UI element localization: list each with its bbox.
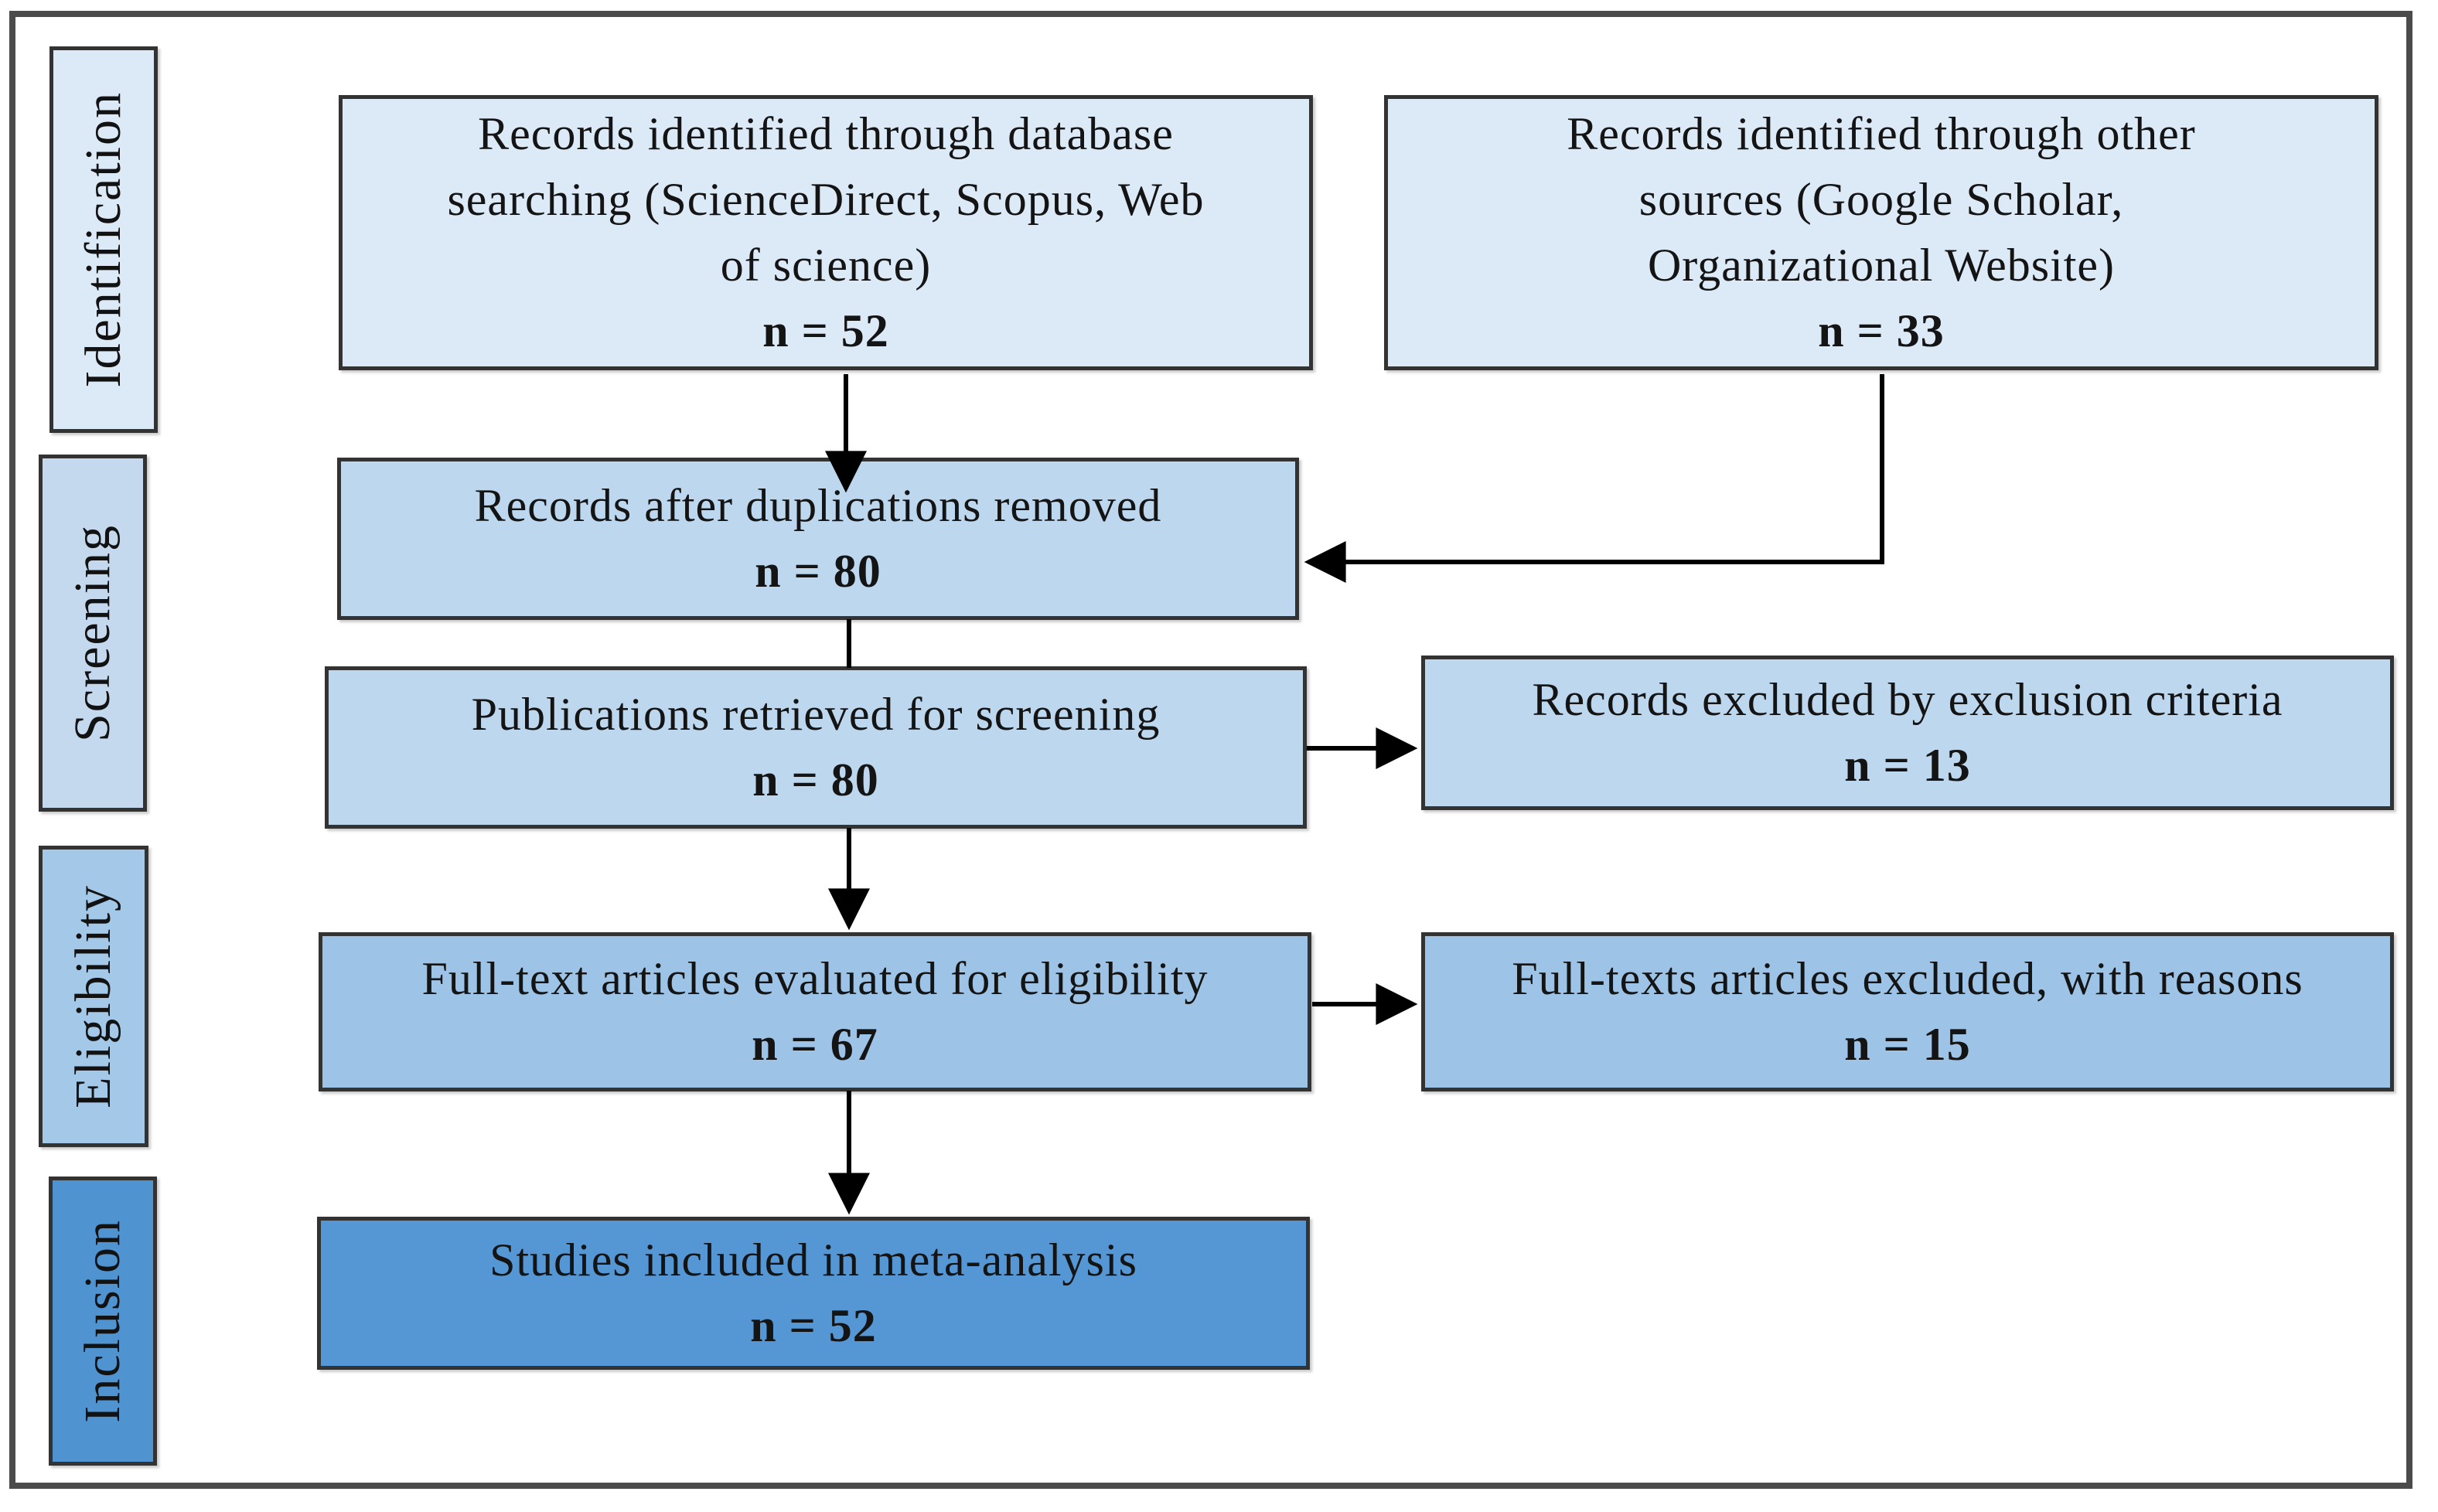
- box-records-database-search: Records identified through database sear…: [339, 95, 1313, 370]
- stage-label-inclusion-text: Inclusion: [74, 1219, 131, 1423]
- box-records-excluded-text: Records excluded by exclusion criteria: [1532, 673, 2283, 725]
- box-fulltext-excluded-count: n = 15: [1844, 1019, 1971, 1070]
- box-records-other-sources: Records identified through other sources…: [1384, 95, 2378, 370]
- stage-label-screening: Screening: [39, 455, 147, 812]
- box-fulltext-evaluated-count: n = 67: [752, 1019, 878, 1070]
- box-records-other-sources-count: n = 33: [1818, 305, 1945, 357]
- box-records-after-duplications-removed-count: n = 80: [755, 546, 881, 597]
- box-publications-retrieved-screening: Publications retrieved for screening n =…: [325, 666, 1307, 829]
- box-records-database-search-count: n = 52: [762, 305, 889, 357]
- box-studies-included-text: Studies included in meta-analysis: [489, 1234, 1137, 1286]
- box-records-database-search-text: Records identified through database sear…: [447, 107, 1205, 291]
- box-fulltext-excluded-text: Full-texts articles excluded, with reaso…: [1512, 952, 2303, 1004]
- box-fulltext-evaluated: Full-text articles evaluated for eligibi…: [319, 932, 1311, 1091]
- box-records-excluded: Records excluded by exclusion criteria n…: [1421, 656, 2394, 810]
- box-records-other-sources-text: Records identified through other sources…: [1567, 107, 2196, 291]
- box-records-after-duplications-removed: Records after duplications removed n = 8…: [337, 458, 1299, 620]
- box-fulltext-excluded: Full-texts articles excluded, with reaso…: [1421, 932, 2394, 1091]
- stage-label-inclusion: Inclusion: [49, 1177, 157, 1466]
- stage-label-identification: Identification: [49, 46, 158, 433]
- stage-label-identification-text: Identification: [75, 91, 131, 388]
- box-records-excluded-count: n = 13: [1844, 740, 1971, 791]
- box-records-after-duplications-removed-text: Records after duplications removed: [474, 479, 1162, 531]
- stage-label-eligibility: Eligibility: [39, 846, 148, 1147]
- box-studies-included: Studies included in meta-analysis n = 52: [317, 1217, 1310, 1370]
- box-publications-retrieved-screening-text: Publications retrieved for screening: [471, 688, 1161, 740]
- box-publications-retrieved-screening-count: n = 80: [752, 754, 879, 805]
- box-fulltext-evaluated-text: Full-text articles evaluated for eligibi…: [421, 952, 1209, 1004]
- stage-label-screening-text: Screening: [64, 524, 121, 742]
- stage-label-eligibility-text: Eligibility: [65, 884, 121, 1108]
- box-studies-included-count: n = 52: [750, 1300, 877, 1351]
